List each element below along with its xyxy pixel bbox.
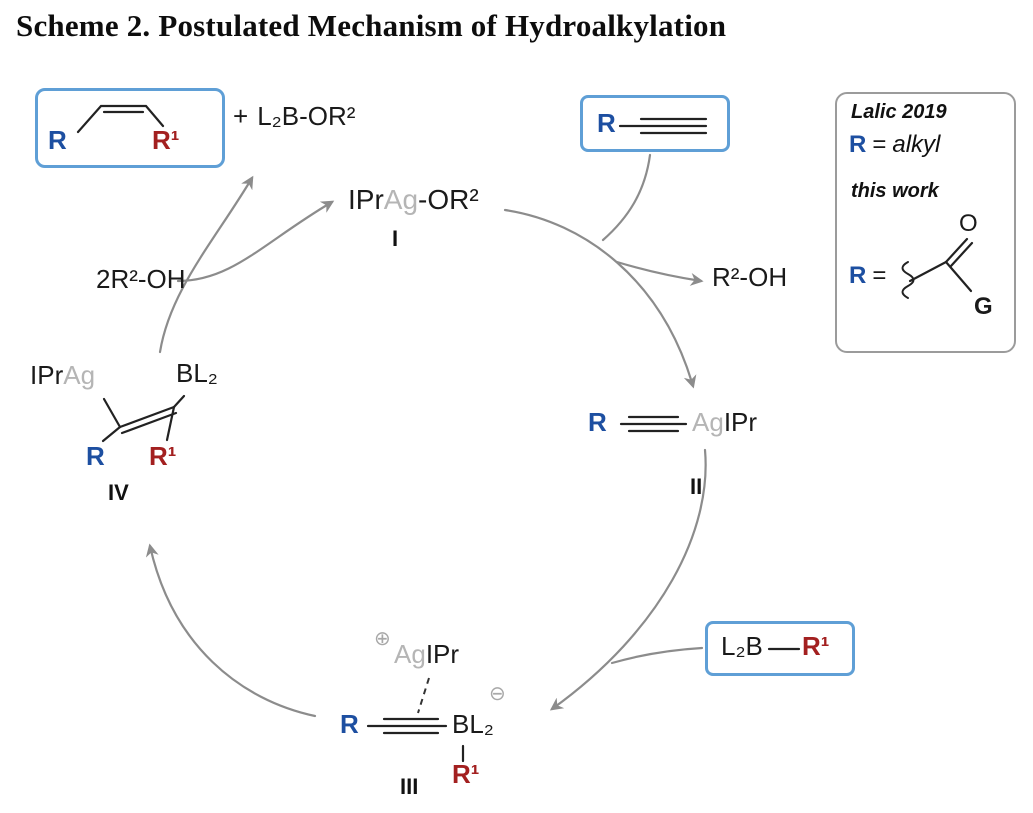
legend-equals-2: = xyxy=(872,262,887,289)
alcohol-in-label: 2R²-OH xyxy=(96,264,186,294)
species-iii-bl2: BL₂ xyxy=(452,709,494,739)
product-box xyxy=(35,88,225,168)
plus-sign: + xyxy=(233,101,249,131)
borane-r1-label: R¹ xyxy=(802,631,830,661)
species-iv-bl2: BL₂ xyxy=(176,358,218,388)
species-i-or2: -OR² xyxy=(418,184,479,215)
iv-bond-bl2 xyxy=(172,394,186,409)
legend-r-acyl-row: R= xyxy=(849,262,886,290)
species-iv-label: IV xyxy=(108,480,129,505)
bond-lines xyxy=(76,104,974,763)
species-i-formula: IPrAg-OR² xyxy=(348,184,479,216)
legend-bond-c xyxy=(908,260,948,283)
species-ii-ipr: IPr xyxy=(723,407,758,437)
arrow-borane-merge xyxy=(610,646,704,665)
legend-g-label: G xyxy=(974,293,993,320)
species-iii-ag: Ag xyxy=(394,639,426,669)
species-iii-r: R xyxy=(340,709,359,739)
species-iv-ipr-ag: IPrAg xyxy=(30,360,96,391)
legend-r-symbol: R xyxy=(849,131,867,158)
legend-co-double-2 xyxy=(949,241,974,268)
product-r1-label: R¹ xyxy=(152,125,180,155)
borane-l2b-label: L₂B xyxy=(721,631,763,661)
species-ii-r: R xyxy=(588,407,607,437)
borate-ester-formula: L₂B-OR² xyxy=(257,101,356,131)
species-iv-r1: R¹ xyxy=(149,441,177,471)
iv-bond-ag xyxy=(102,397,122,429)
species-iii-ipr: IPr xyxy=(425,639,460,669)
species-i-label: I xyxy=(392,226,399,251)
species-ii-label: II xyxy=(690,474,703,499)
arrow-iii-to-iv xyxy=(145,543,317,718)
species-iii-r1: R¹ xyxy=(452,759,480,789)
product-r-label: R xyxy=(48,125,67,155)
species-ii-ag: Ag xyxy=(692,407,724,437)
arrow-alcohol-in-to-i xyxy=(176,200,335,283)
species-iii-plus-charge-icon: ⊕ xyxy=(374,628,391,650)
legend-this-work: this work xyxy=(851,180,939,202)
alkyne-r-label: R xyxy=(597,108,616,138)
iii-coordination-dash xyxy=(417,677,430,714)
borane-box xyxy=(705,621,855,676)
legend-ref-lalic: Lalic 2019 xyxy=(851,101,947,123)
species-iv-ipr: IPr xyxy=(30,360,64,390)
legend-alkyl-value: alkyl xyxy=(892,131,941,158)
legend-r-alkyl-row: R=alkyl xyxy=(849,131,940,159)
species-iii-minus-charge-icon: ⊖ xyxy=(489,683,506,705)
species-iii-label: III xyxy=(400,774,419,799)
arrow-iv-to-product xyxy=(158,175,254,354)
scheme-title: Scheme 2. Postulated Mechanism of Hydroa… xyxy=(16,8,727,43)
iv-double-bond-2 xyxy=(120,411,178,435)
legend-bond-g xyxy=(944,260,973,293)
species-iv-r: R xyxy=(86,441,105,471)
legend-r-symbol-2: R xyxy=(849,262,867,289)
arrow-ii-to-iii xyxy=(549,448,707,711)
legend-o-label: O xyxy=(959,210,978,237)
legend-equals: = xyxy=(872,131,887,158)
alkyne-box xyxy=(580,95,730,152)
alcohol-out-label: R²-OH xyxy=(712,262,788,292)
arrow-i-to-ii xyxy=(503,208,697,389)
arrow-branch-alcohol-out xyxy=(615,260,704,286)
species-ii-ag-ipr: AgIPr xyxy=(692,407,758,438)
product-alkene-bonds xyxy=(76,104,165,134)
cycle-arrows xyxy=(145,153,707,718)
species-iv-ag: Ag xyxy=(63,360,96,390)
legend-box xyxy=(835,92,1016,353)
byproduct-formula: + L₂B-OR² xyxy=(233,101,356,132)
iv-bond-r1 xyxy=(165,405,176,442)
arrow-alkyne-merge xyxy=(601,153,652,242)
iv-bond-r xyxy=(101,425,122,443)
iv-double-bond-1 xyxy=(118,405,176,429)
legend-co-double-1 xyxy=(944,237,969,264)
species-iii-ag-ipr: AgIPr xyxy=(394,639,460,670)
species-i-ipr: IPr xyxy=(348,184,384,215)
species-i-ag: Ag xyxy=(383,184,419,215)
